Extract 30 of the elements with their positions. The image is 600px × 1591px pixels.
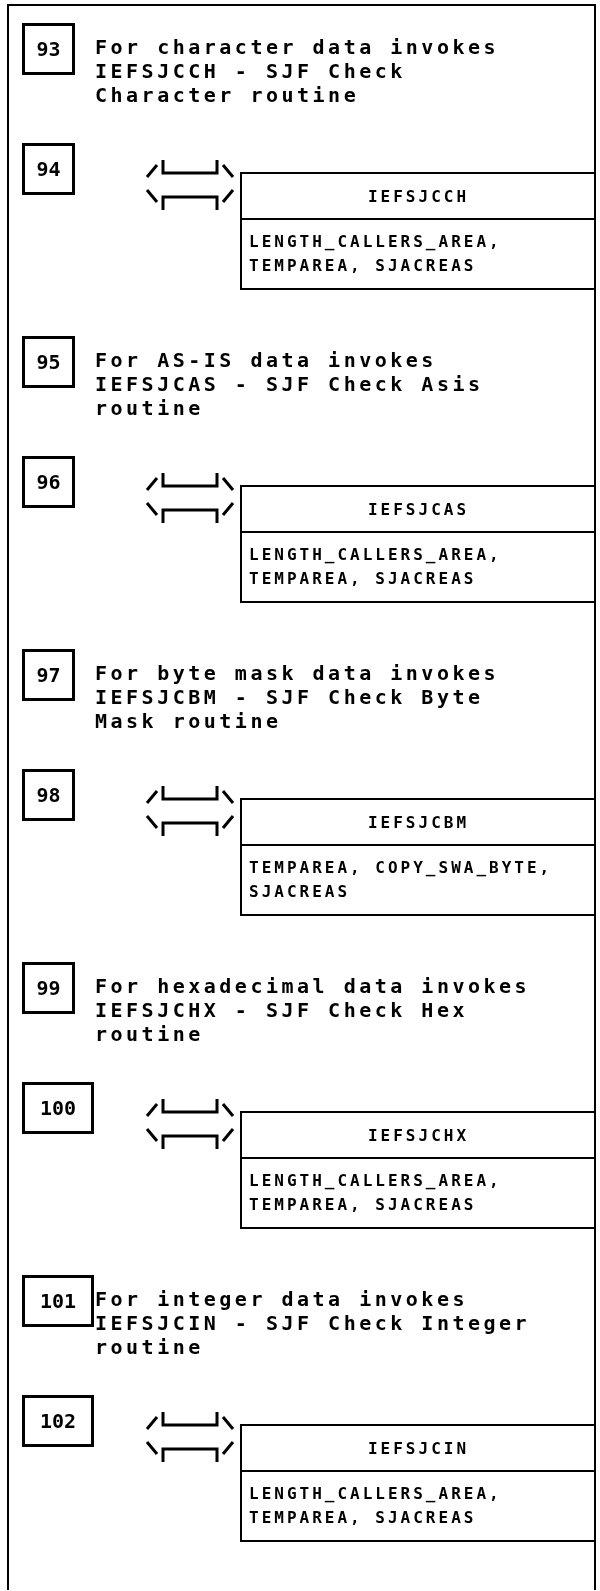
module-name: IEFSJCAS [367,499,470,521]
step-number: 101 [22,1275,94,1327]
parameter-list: LENGTH_CALLERS_AREA, TEMPAREA, SJACREAS [249,543,579,591]
parameter-list: LENGTH_CALLERS_AREA, TEMPAREA, SJACREAS [249,1169,579,1217]
parameter-list: TEMPAREA, COPY_SWA_BYTE, SJACREAS [249,856,579,904]
step-description: For AS-IS data invokes IEFSJCAS - SJF Check Asis routine [95,348,485,420]
step-description: For integer data invokes IEFSJCIN - SJF Check Integer routine [95,1287,532,1359]
module-box [240,172,595,290]
module-name: IEFSJCHX [367,1125,470,1147]
parameter-list: LENGTH_CALLERS_AREA, TEMPAREA, SJACREAS [249,230,579,278]
step-description: For character data invokes IEFSJCCH - SJF Check Character routine [95,35,501,107]
module-name: IEFSJCIN [367,1438,470,1460]
step-number: 94 [22,143,75,195]
step-number: 97 [22,649,75,701]
module-name: IEFSJCBM [367,812,470,834]
step-description: For byte mask data invokes IEFSJCBM - SJF Check Byte Mask routine [95,661,501,733]
step-number: 98 [22,769,75,821]
module-box [240,1424,595,1542]
module-name: IEFSJCCH [367,186,470,208]
step-number: 100 [22,1082,94,1134]
step-number: 96 [22,456,75,508]
step-number: 95 [22,336,75,388]
step-number: 93 [22,23,75,75]
step-description: For hexadecimal data invokes IEFSJCHX - SJF Check Hex routine [95,974,532,1046]
step-number: 99 [22,962,75,1014]
parameter-list: LENGTH_CALLERS_AREA, TEMPAREA, SJACREAS [249,1482,579,1530]
module-box [240,798,595,916]
module-box [240,485,595,603]
module-box [240,1111,595,1229]
step-number: 102 [22,1395,94,1447]
